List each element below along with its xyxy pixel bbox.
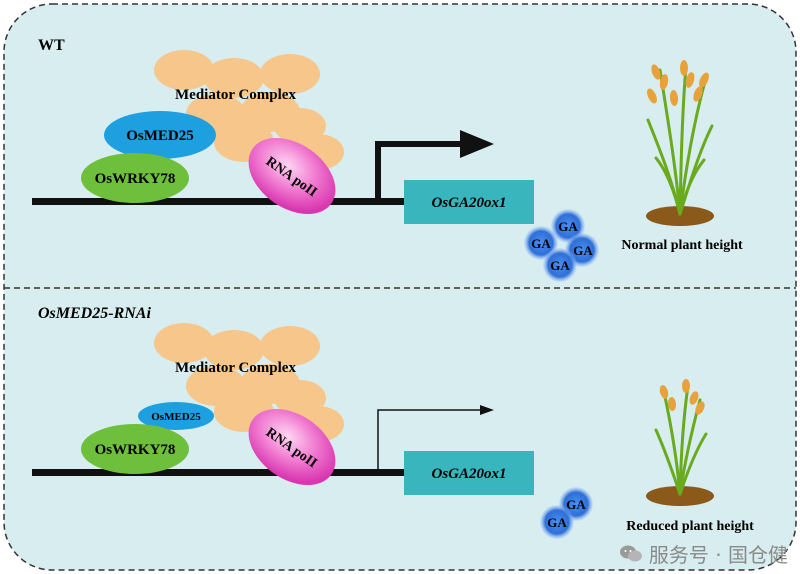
osmed25-protein <box>138 402 214 430</box>
gene-box <box>404 180 534 224</box>
watermark: 服务号 · 国仓健 <box>619 539 788 568</box>
mediator-complex <box>154 50 344 170</box>
oswrky78-protein <box>81 424 189 474</box>
panel-title: WT <box>38 37 65 54</box>
transcription-arrow-strong <box>375 130 494 198</box>
mediator-complex <box>154 323 344 442</box>
watermark-text: 服务号 · 国仓健 <box>648 543 788 567</box>
panel-wt: WT Mediator Complex OsMED25 OsWRKY78 RNA… <box>32 37 743 282</box>
ga-label: GA <box>550 258 570 273</box>
ga-label: GA <box>566 497 586 512</box>
ga-molecules: GA GA <box>540 487 593 539</box>
rna-pol-ii <box>248 408 336 486</box>
mediator-label: Mediator Complex <box>175 87 296 103</box>
phenotype-label: Normal plant height <box>621 238 743 253</box>
panel-title: OsMED25-RNAi <box>38 305 151 322</box>
panel-rnai: OsMED25-RNAi Mediator Complex OsMED25 Os… <box>32 305 754 539</box>
osmed25-protein <box>104 111 216 159</box>
oswrky78-label: OsWRKY78 <box>95 442 176 458</box>
phenotype-label: Reduced plant height <box>626 519 754 534</box>
gene-box <box>404 451 534 495</box>
gene-label: OsGA20ox1 <box>431 195 506 211</box>
ga-label: GA <box>558 219 578 234</box>
oswrky78-protein <box>81 153 189 203</box>
ga-label: GA <box>547 515 567 530</box>
ga-label: GA <box>531 236 551 251</box>
mediator-label: Mediator Complex <box>175 360 296 376</box>
rna-pol-ii <box>248 137 336 215</box>
dna-strand <box>32 198 512 205</box>
ga-label: GA <box>573 243 593 258</box>
tall-rice-plant-icon <box>646 60 714 226</box>
osmed25-label: OsMED25 <box>151 411 201 423</box>
transcription-arrow-weak <box>377 405 494 469</box>
short-rice-plant-icon <box>646 379 714 506</box>
gene-label: OsGA20ox1 <box>431 466 506 482</box>
ga-molecules: GA GA GA GA <box>524 209 599 282</box>
dna-strand <box>32 469 512 476</box>
osmed25-label: OsMED25 <box>126 128 194 144</box>
wechat-logo-icon <box>619 545 642 561</box>
oswrky78-label: OsWRKY78 <box>95 171 176 187</box>
